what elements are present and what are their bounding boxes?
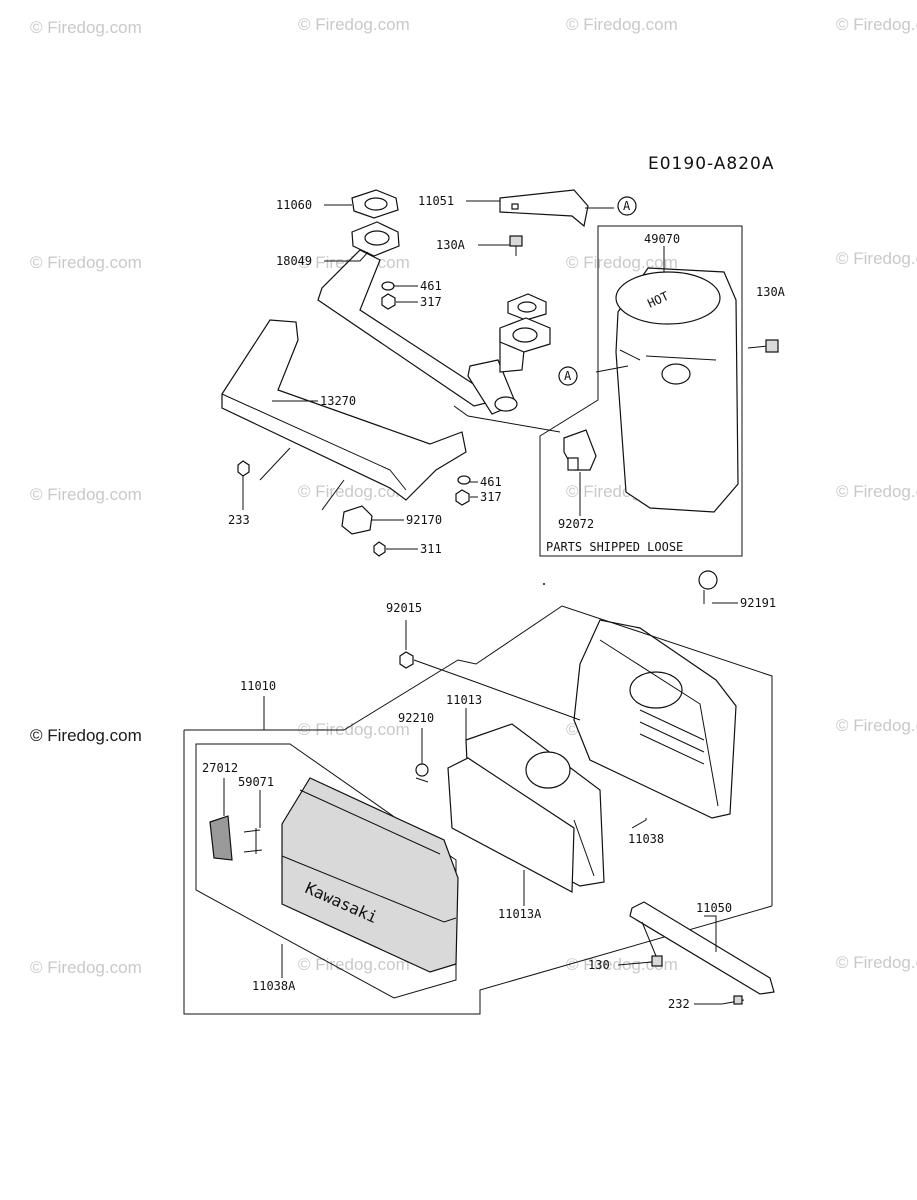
air-cleaner-base-11038 (573, 619, 737, 819)
callout-a-left: A (558, 366, 578, 386)
air-cleaner-section: Kawasaki (183, 570, 775, 1015)
part-label-317-top: 317 (420, 295, 442, 309)
watermark: © Firedog.com (836, 482, 917, 501)
part-label-461-top: 461 (420, 279, 442, 293)
watermark: © Firedog.com (836, 716, 917, 735)
part-label-92210: 92210 (398, 711, 434, 725)
separator-dot (543, 583, 545, 585)
nut-311 (373, 541, 386, 557)
watermark: © Firedog.com (30, 726, 142, 745)
leader-lines-exhaust (242, 200, 665, 550)
washer-461-mid (457, 475, 471, 485)
nut-317-top (381, 293, 396, 310)
prefilter-11013a (447, 757, 575, 893)
parts-shipped-loose-box: PARTS SHIPPED LOOSE (539, 225, 743, 557)
muffler-49070: HOT (615, 267, 739, 513)
part-label-11060: 11060 (276, 198, 312, 212)
part-label-11013a: 11013A (498, 907, 542, 921)
callout-a-label: A (623, 199, 631, 213)
bracket-11050 (629, 901, 775, 995)
bolt-130a-right (747, 339, 779, 353)
part-label-11050: 11050 (696, 901, 732, 915)
exhaust-pipe (317, 249, 527, 415)
watermark: © Firedog.com (836, 249, 917, 268)
watermark: © Firedog.com (298, 955, 410, 974)
callout-a-top: A (617, 196, 637, 216)
part-label-27012: 27012 (202, 761, 238, 775)
bolt-92191 (698, 570, 718, 604)
part-label-317-mid: 317 (480, 490, 502, 504)
nut-233 (237, 460, 250, 477)
nut-317-mid (455, 489, 470, 506)
part-label-49070: 49070 (644, 232, 680, 246)
part-label-11051: 11051 (418, 194, 454, 208)
watermark: © Firedog.com (836, 15, 917, 34)
air-cleaner-cover-11038a: Kawasaki (281, 777, 459, 973)
part-number-labels: 11060 18049 11051 130A 461 317 49070 130… (202, 194, 786, 1011)
watermark: © Firedog.com (836, 953, 917, 972)
exhaust-section: PARTS SHIPPED LOOSE HOT (221, 189, 779, 557)
part-label-18049: 18049 (276, 254, 312, 268)
part-label-11010: 11010 (240, 679, 276, 693)
damper-92170 (341, 505, 373, 535)
watermark: © Firedog.com (566, 253, 678, 272)
leader-lines-air (223, 602, 738, 1005)
assembly-outline (343, 605, 773, 906)
part-label-233: 233 (228, 513, 250, 527)
muffler-bracket-13270 (221, 319, 467, 501)
watermark: © Firedog.com (30, 253, 142, 272)
bolt-232 (721, 995, 745, 1005)
part-label-92191: 92191 (740, 596, 776, 610)
watermark: © Firedog.com (30, 485, 142, 504)
watermark: © Firedog.com (298, 15, 410, 34)
watermark: © Firedog.com (566, 15, 678, 34)
heat-shield-11051 (499, 189, 589, 228)
part-label-92015: 92015 (386, 601, 422, 615)
loose-box-caption: PARTS SHIPPED LOOSE (546, 540, 683, 554)
part-label-59071: 59071 (238, 775, 274, 789)
callout-a-label: A (564, 369, 572, 383)
exhaust-flange-right (499, 293, 551, 353)
bolt-130 (651, 955, 663, 967)
part-label-232: 232 (668, 997, 690, 1011)
part-label-311: 311 (420, 542, 442, 556)
nut-92015 (399, 651, 414, 669)
watermark: © Firedog.com (30, 958, 142, 977)
part-label-130a-top: 130A (436, 238, 466, 252)
part-label-11038a: 11038A (252, 979, 296, 993)
washer-461-top (381, 281, 395, 291)
gasket-11060 (351, 189, 399, 219)
part-label-92170: 92170 (406, 513, 442, 527)
part-label-130a-right: 130A (756, 285, 786, 299)
part-label-11013: 11013 (446, 693, 482, 707)
clamp-92072 (563, 429, 597, 471)
diagram-code: E0190-A820A (648, 154, 774, 174)
pin-59071 (243, 828, 263, 854)
part-label-130: 130 (588, 958, 610, 972)
part-label-461-mid: 461 (480, 475, 502, 489)
watermark: © Firedog.com (30, 18, 142, 37)
exhaust-flange-18049 (351, 221, 400, 257)
watermark: © Firedog.com (298, 720, 410, 739)
fastener-92210 (415, 763, 429, 783)
bolt-130a-top (509, 235, 523, 256)
latch-27012 (209, 815, 233, 861)
inner-cover-box (195, 743, 457, 999)
part-label-11038: 11038 (628, 832, 664, 846)
part-label-92072: 92072 (558, 517, 594, 531)
part-label-13270: 13270 (320, 394, 356, 408)
watermark: © Firedog.com (298, 482, 410, 501)
